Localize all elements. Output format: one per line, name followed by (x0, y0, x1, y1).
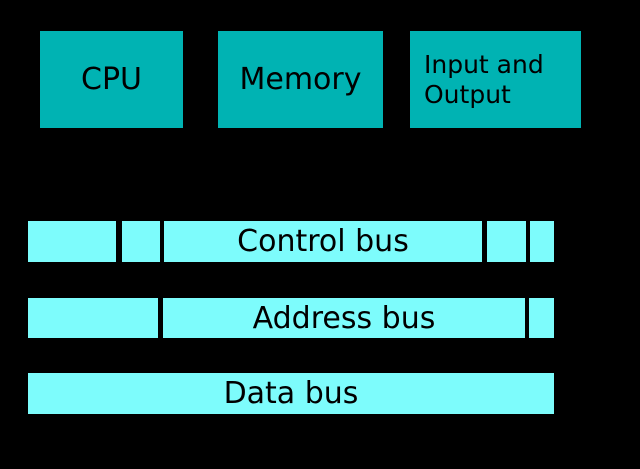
control-bus-segment[interactable] (122, 221, 160, 262)
control-bus-segment[interactable] (28, 221, 116, 262)
control-bus-segment[interactable] (530, 221, 554, 262)
component-box-memory[interactable]: Memory (218, 31, 383, 128)
address-bus-segment[interactable] (163, 298, 525, 338)
control-bus-segment[interactable] (164, 221, 482, 262)
address-bus-segment[interactable] (28, 298, 158, 338)
component-box-cpu[interactable]: CPU (40, 31, 183, 128)
address-bus-segment[interactable] (529, 298, 554, 338)
control-bus-segment[interactable] (487, 221, 526, 262)
component-box-input-and-output[interactable]: Input and Output (410, 31, 581, 128)
data-bus-segment[interactable] (28, 373, 554, 414)
